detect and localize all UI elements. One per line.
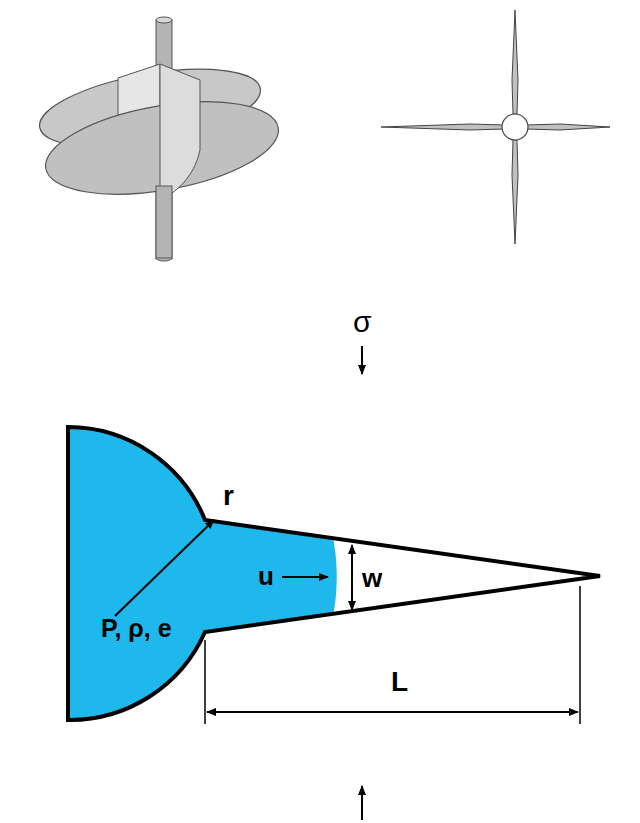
fluid-fracture bbox=[68, 427, 600, 720]
length-label: L bbox=[391, 668, 408, 696]
stress-arrow-top bbox=[361, 346, 363, 374]
width-dimension bbox=[351, 545, 353, 610]
stress-arrow-bottom bbox=[361, 786, 363, 820]
radius-arrow bbox=[115, 520, 214, 616]
bladed-shaft bbox=[34, 17, 286, 261]
radius-label: r bbox=[223, 482, 234, 510]
blade-cross-section bbox=[381, 10, 610, 244]
stress-symbol: σ bbox=[353, 307, 372, 337]
velocity-label: u bbox=[258, 563, 274, 589]
velocity-arrow bbox=[282, 576, 328, 578]
fluid-properties-label: P, ρ, e bbox=[101, 616, 172, 641]
width-label: w bbox=[362, 565, 382, 591]
length-dimension bbox=[205, 586, 580, 724]
